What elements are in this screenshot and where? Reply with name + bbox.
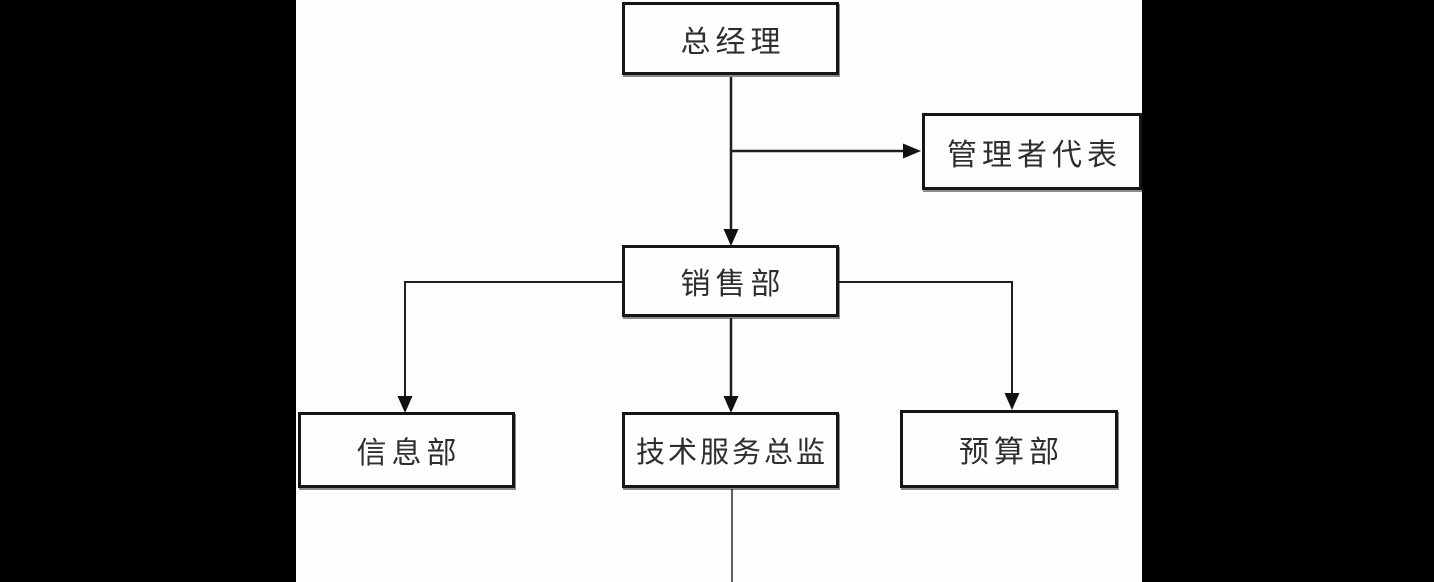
node-general-manager-label: 总经理 [680, 25, 786, 59]
scan-black-bar-left [0, 0, 296, 582]
node-sales-dept-label: 销售部 [680, 268, 786, 301]
node-information-dept: 信息部 [298, 412, 515, 488]
node-sales-dept: 销售部 [622, 245, 839, 317]
node-information-dept-label: 信息部 [356, 437, 462, 470]
node-general-manager: 总经理 [622, 2, 839, 75]
node-management-representative-label: 管理者代表 [947, 138, 1122, 172]
node-management-representative: 管理者代表 [922, 113, 1142, 190]
node-budget-dept-label: 预算部 [959, 436, 1064, 469]
node-technical-service-director: 技术服务总监 [622, 412, 839, 488]
node-technical-service-director-label: 技术服务总监 [635, 437, 828, 469]
node-budget-dept: 预算部 [900, 410, 1118, 488]
scan-black-bar-right [1142, 0, 1434, 582]
